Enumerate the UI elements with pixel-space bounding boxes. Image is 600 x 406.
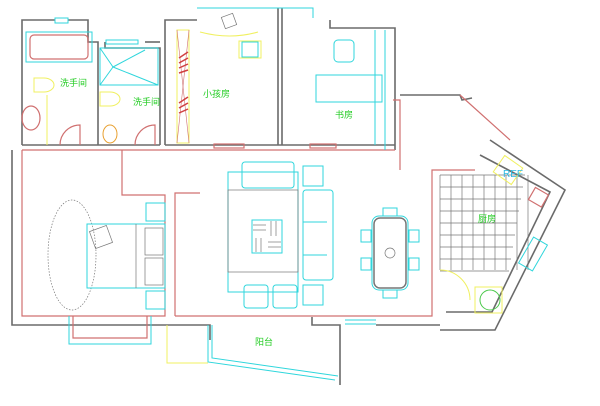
shower-icon <box>99 47 159 86</box>
armchair-icon <box>243 284 269 309</box>
room-label-kitchen: 厨房 <box>478 213 496 225</box>
toilet-icon <box>33 77 55 93</box>
washer-icon <box>479 289 501 311</box>
refrigerator-label: REF <box>503 169 523 180</box>
dining-chairs <box>360 207 420 299</box>
dining-table-icon <box>373 217 407 289</box>
kitchen-sink-icon <box>527 186 550 208</box>
room-label-bathroom-1: 洗手间 <box>60 77 87 89</box>
door-swing <box>59 124 81 146</box>
inner-walls <box>21 94 511 339</box>
room-label-bathroom-2: 洗手间 <box>133 96 160 108</box>
kitchen: REF 厨房 <box>439 154 550 314</box>
refrigerator <box>492 154 524 186</box>
bed-icon <box>86 223 166 289</box>
room-label-study: 书房 <box>335 109 353 121</box>
desk-chair-icon <box>238 40 262 59</box>
bathtub-icon <box>29 34 89 60</box>
living-room <box>227 161 334 309</box>
chair-icon <box>333 39 355 63</box>
nightstand <box>145 202 166 222</box>
side-table <box>302 284 324 306</box>
lamp-icon <box>220 12 238 30</box>
study: 书房 <box>315 30 383 145</box>
dining <box>360 207 420 299</box>
coffee-table-icon <box>251 219 283 254</box>
sofa-icon <box>241 161 295 189</box>
windows <box>54 7 386 381</box>
wardrobe <box>176 29 190 144</box>
bathroom-1: 洗手间 <box>21 31 93 146</box>
rug-icon <box>47 199 97 311</box>
armchair-icon <box>272 284 298 309</box>
sink-icon <box>21 105 41 131</box>
toilet-icon <box>99 91 121 107</box>
room-label-kids-room: 小孩房 <box>203 88 230 100</box>
desk-icon <box>315 74 383 103</box>
bedroom <box>47 199 166 311</box>
outer-walls <box>11 8 567 385</box>
room-label-balcony: 阳台 <box>255 336 273 348</box>
kids-room: 小孩房 <box>176 12 262 144</box>
side-table <box>302 165 324 187</box>
stove-icon <box>517 236 549 272</box>
bathroom-2: 洗手间 <box>99 47 160 146</box>
